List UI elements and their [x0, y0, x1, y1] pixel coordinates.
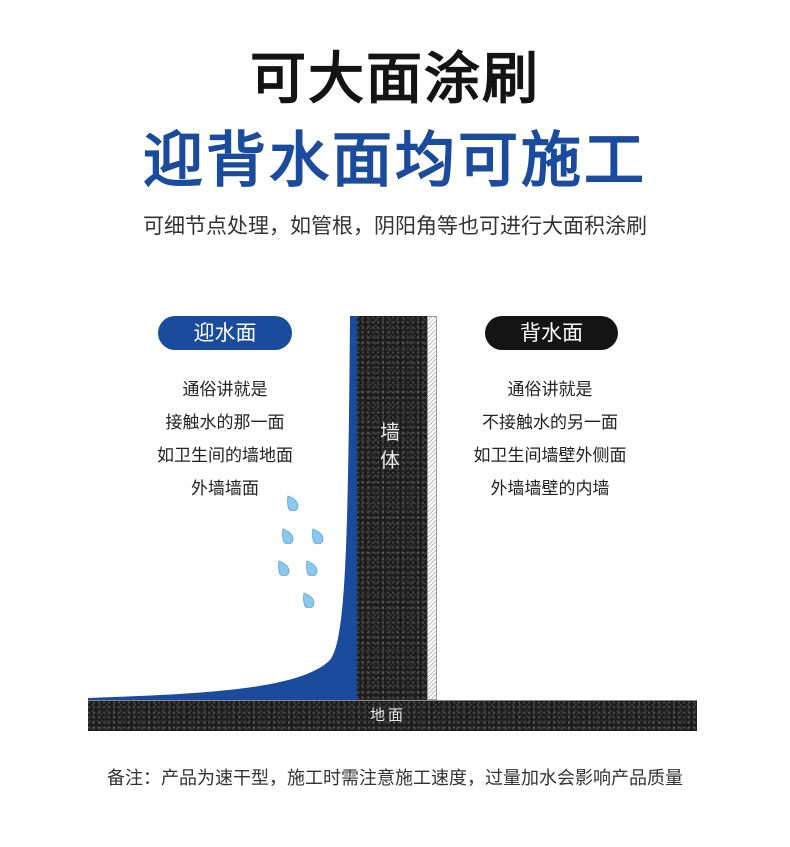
- footer-note: 备注：产品为速干型，施工时需注意施工速度，过量加水会影响产品质量: [107, 768, 683, 789]
- water-drop-icon: [303, 592, 315, 608]
- page-subtitle-headline: 迎背水面均可施工: [143, 126, 647, 196]
- desc-line: 不接触水的另一面: [482, 413, 618, 433]
- desc-line: 如卫生间的墙地面: [157, 446, 293, 466]
- wall-coating-strip: [352, 316, 358, 700]
- front-water-side-badge: 迎水面: [158, 316, 292, 350]
- desc-line: 接触水的那一面: [165, 413, 285, 433]
- floor-block: [88, 700, 697, 731]
- page-title: 可大面涂刷: [250, 47, 540, 112]
- water-drop-icon: [282, 528, 294, 544]
- back-water-side-description: 通俗讲就是 不接触水的另一面 如卫生间墙壁外侧面 外墙墙壁的内墙: [450, 374, 650, 506]
- water-drop-icon: [287, 495, 299, 511]
- water-drop-icon: [278, 560, 290, 576]
- desc-line: 通俗讲就是: [507, 380, 593, 400]
- desc-line: 外墙墙壁的内墙: [490, 479, 610, 499]
- description-text: 可细节点处理，如管根，阴阳角等也可进行大面积涂刷: [143, 214, 647, 238]
- water-drop-icon: [306, 560, 318, 576]
- desc-line: 外墙墙面: [191, 479, 259, 499]
- desc-line: 如卫生间墙壁外侧面: [473, 446, 627, 466]
- desc-line: 通俗讲就是: [182, 380, 268, 400]
- wall-label: 墙 体: [380, 420, 400, 472]
- water-drop-icon: [312, 528, 324, 544]
- wall-block: [357, 316, 427, 700]
- front-water-side-description: 通俗讲就是 接触水的那一面 如卫生间的墙地面 外墙墙面: [130, 374, 320, 506]
- wall-back-surface: [427, 316, 437, 700]
- back-water-side-badge: 背水面: [485, 316, 618, 350]
- floor-label: 地面: [370, 706, 407, 724]
